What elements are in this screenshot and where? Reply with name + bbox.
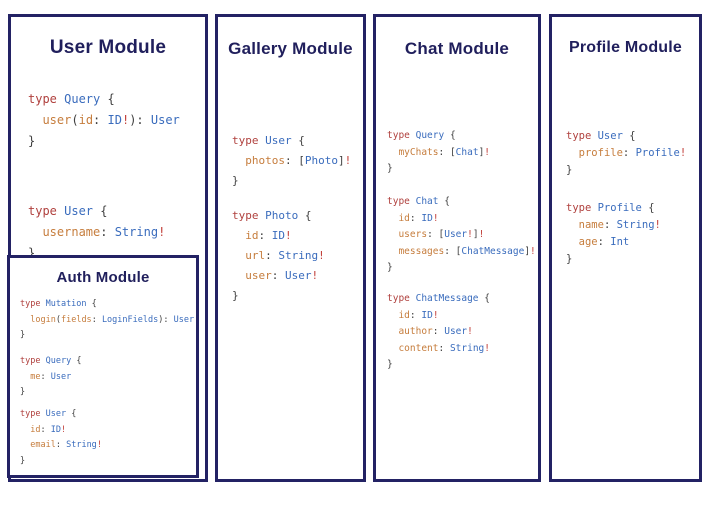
user-type-code-block: type User { username: String!} (28, 204, 166, 260)
chat-module-panel: Chat Module type Query { myChats: [Chat]… (373, 14, 541, 482)
user-query-code-block: type Query { user(id: ID!): User} (28, 92, 180, 148)
auth-module-panel: Auth Module type Mutation { login(fields… (7, 255, 199, 478)
user-module-title: User Module (49, 37, 167, 58)
auth-mutation-code-block: type Mutation { login(fields: LoginField… (20, 299, 195, 340)
profile-user-code-block: type User { profile: Profile!} (566, 130, 687, 176)
chat-module-title: Chat Module (404, 39, 510, 58)
chat-message-code-block: type ChatMessage { id: ID! author: User!… (387, 293, 491, 370)
profile-type-code-block: type Profile { name: String! age: Int} (566, 202, 661, 265)
profile-module-title: Profile Module (568, 39, 683, 56)
auth-query-code-block: type Query { me: User} (20, 356, 82, 397)
auth-module-title: Auth Module (56, 269, 150, 286)
gallery-photo-code-block: type Photo { id: ID! url: String! user: … (232, 209, 325, 302)
gallery-module-panel: Gallery Module type User { photos: [Phot… (215, 14, 366, 482)
chat-type-code-block: type Chat { id: ID! users: [User!]! mess… (387, 196, 536, 273)
auth-user-code-block: type User { id: ID! email: String!} (20, 409, 102, 466)
gallery-user-code-block: type User { photos: [Photo]!} (232, 134, 352, 187)
profile-module-panel: Profile Module type User { profile: Prof… (549, 14, 702, 482)
chat-query-code-block: type Query { myChats: [Chat]!} (387, 130, 491, 174)
user-module-panel: User Module type Query { user(id: ID!): … (7, 14, 208, 482)
gallery-module-title: Gallery Module (228, 39, 353, 58)
